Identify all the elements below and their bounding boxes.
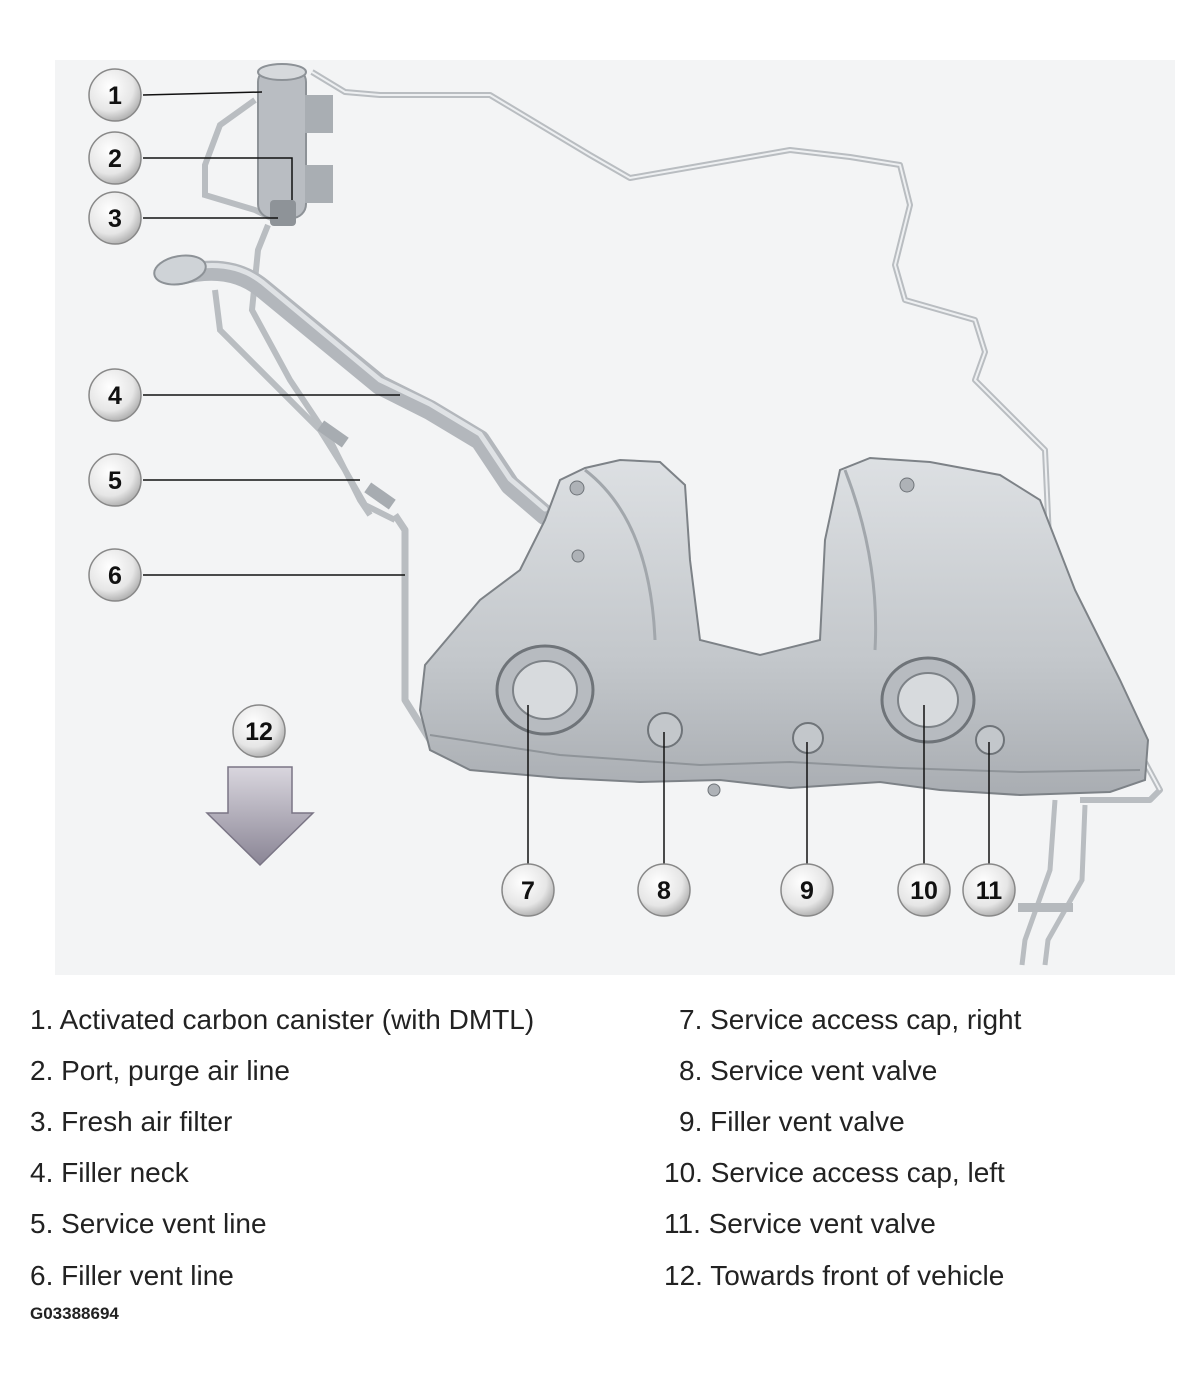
callout-7-label: 7: [521, 877, 535, 905]
towards-front-arrow: [205, 766, 315, 867]
tank-lower-rim: [429, 734, 1141, 774]
callout-11: 11: [962, 863, 1016, 917]
callout-12-label: 12: [245, 718, 273, 746]
filler-vent-valve-9: [792, 722, 824, 754]
service-vent-valve-8: [647, 712, 683, 748]
legend-item-6: 6. Filler vent line: [30, 1260, 234, 1291]
callout-9-label: 9: [800, 877, 814, 905]
callout-11-label: 11: [976, 877, 1003, 905]
callout-3: 3: [88, 191, 142, 245]
callout-6: 6: [88, 548, 142, 602]
tank-bolt-3: [571, 549, 585, 563]
tank-bolt-1: [569, 480, 585, 496]
callout-8: 8: [637, 863, 691, 917]
canister-top: [257, 63, 307, 81]
service-vent-valve-11: [975, 725, 1005, 755]
callout-5-label: 5: [108, 467, 122, 495]
legend-item-7: 7. Service access cap, right: [679, 1004, 1022, 1035]
callout-2-label: 2: [108, 145, 122, 173]
callout-2: 2: [88, 131, 142, 185]
fresh-air-filter-body: [270, 200, 296, 226]
legend-item-8: 8. Service vent valve: [679, 1055, 938, 1086]
legend-item-10: 10. Service access cap, left: [664, 1157, 1005, 1188]
callout-10-label: 10: [910, 877, 938, 905]
canister-bracket-line: [202, 97, 277, 223]
line-clip-1: [317, 420, 349, 448]
cap-right-inner: [512, 660, 578, 720]
legend-item-2: 2. Port, purge air line: [30, 1055, 290, 1086]
callout-4-label: 4: [108, 382, 122, 410]
legend-item-4: 4. Filler neck: [30, 1157, 189, 1188]
callout-3-label: 3: [108, 205, 122, 233]
callout-12: 12: [232, 704, 286, 758]
tank-crease-left: [584, 468, 657, 641]
tank-bolt-2: [899, 477, 915, 493]
filler-neck-mouth: [153, 254, 207, 286]
figure-id: G03388694: [30, 1304, 119, 1323]
legend-item-3: 3. Fresh air filter: [30, 1106, 233, 1137]
outlet-bracket: [1018, 903, 1073, 912]
tank-crease-right: [843, 469, 878, 651]
legend-item-12: 12. Towards front of vehicle: [664, 1260, 1005, 1291]
callout-10: 10: [897, 863, 951, 917]
callout-8-label: 8: [657, 877, 671, 905]
callout-1-label: 1: [108, 82, 122, 110]
leader-lines: [142, 91, 990, 865]
carbon-canister: [257, 67, 307, 219]
canister-mount-upper: [305, 95, 333, 133]
callout-5: 5: [88, 453, 142, 507]
callout-1: 1: [88, 68, 142, 122]
callout-7: 7: [501, 863, 555, 917]
legend-item-11: 11. Service vent valve: [664, 1208, 936, 1239]
legend-item-9: 9. Filler vent valve: [679, 1106, 905, 1137]
callout-4: 4: [88, 368, 142, 422]
cap-left-inner: [897, 672, 959, 728]
canister-mount-lower: [305, 165, 333, 203]
callout-9: 9: [780, 863, 834, 917]
legend-item-5: 5. Service vent line: [30, 1208, 267, 1239]
vent-line-long-highlight: [311, 71, 1161, 791]
fuel-tank-diagram: 1 2 3 4 5 6 7 8 9 10 11 12: [55, 60, 1175, 975]
legend-item-1: 1. Activated carbon canister (with DMTL): [30, 1004, 535, 1035]
callout-6-label: 6: [108, 562, 122, 590]
tank-bolt-4: [707, 783, 721, 797]
line-clip-2: [364, 482, 396, 510]
